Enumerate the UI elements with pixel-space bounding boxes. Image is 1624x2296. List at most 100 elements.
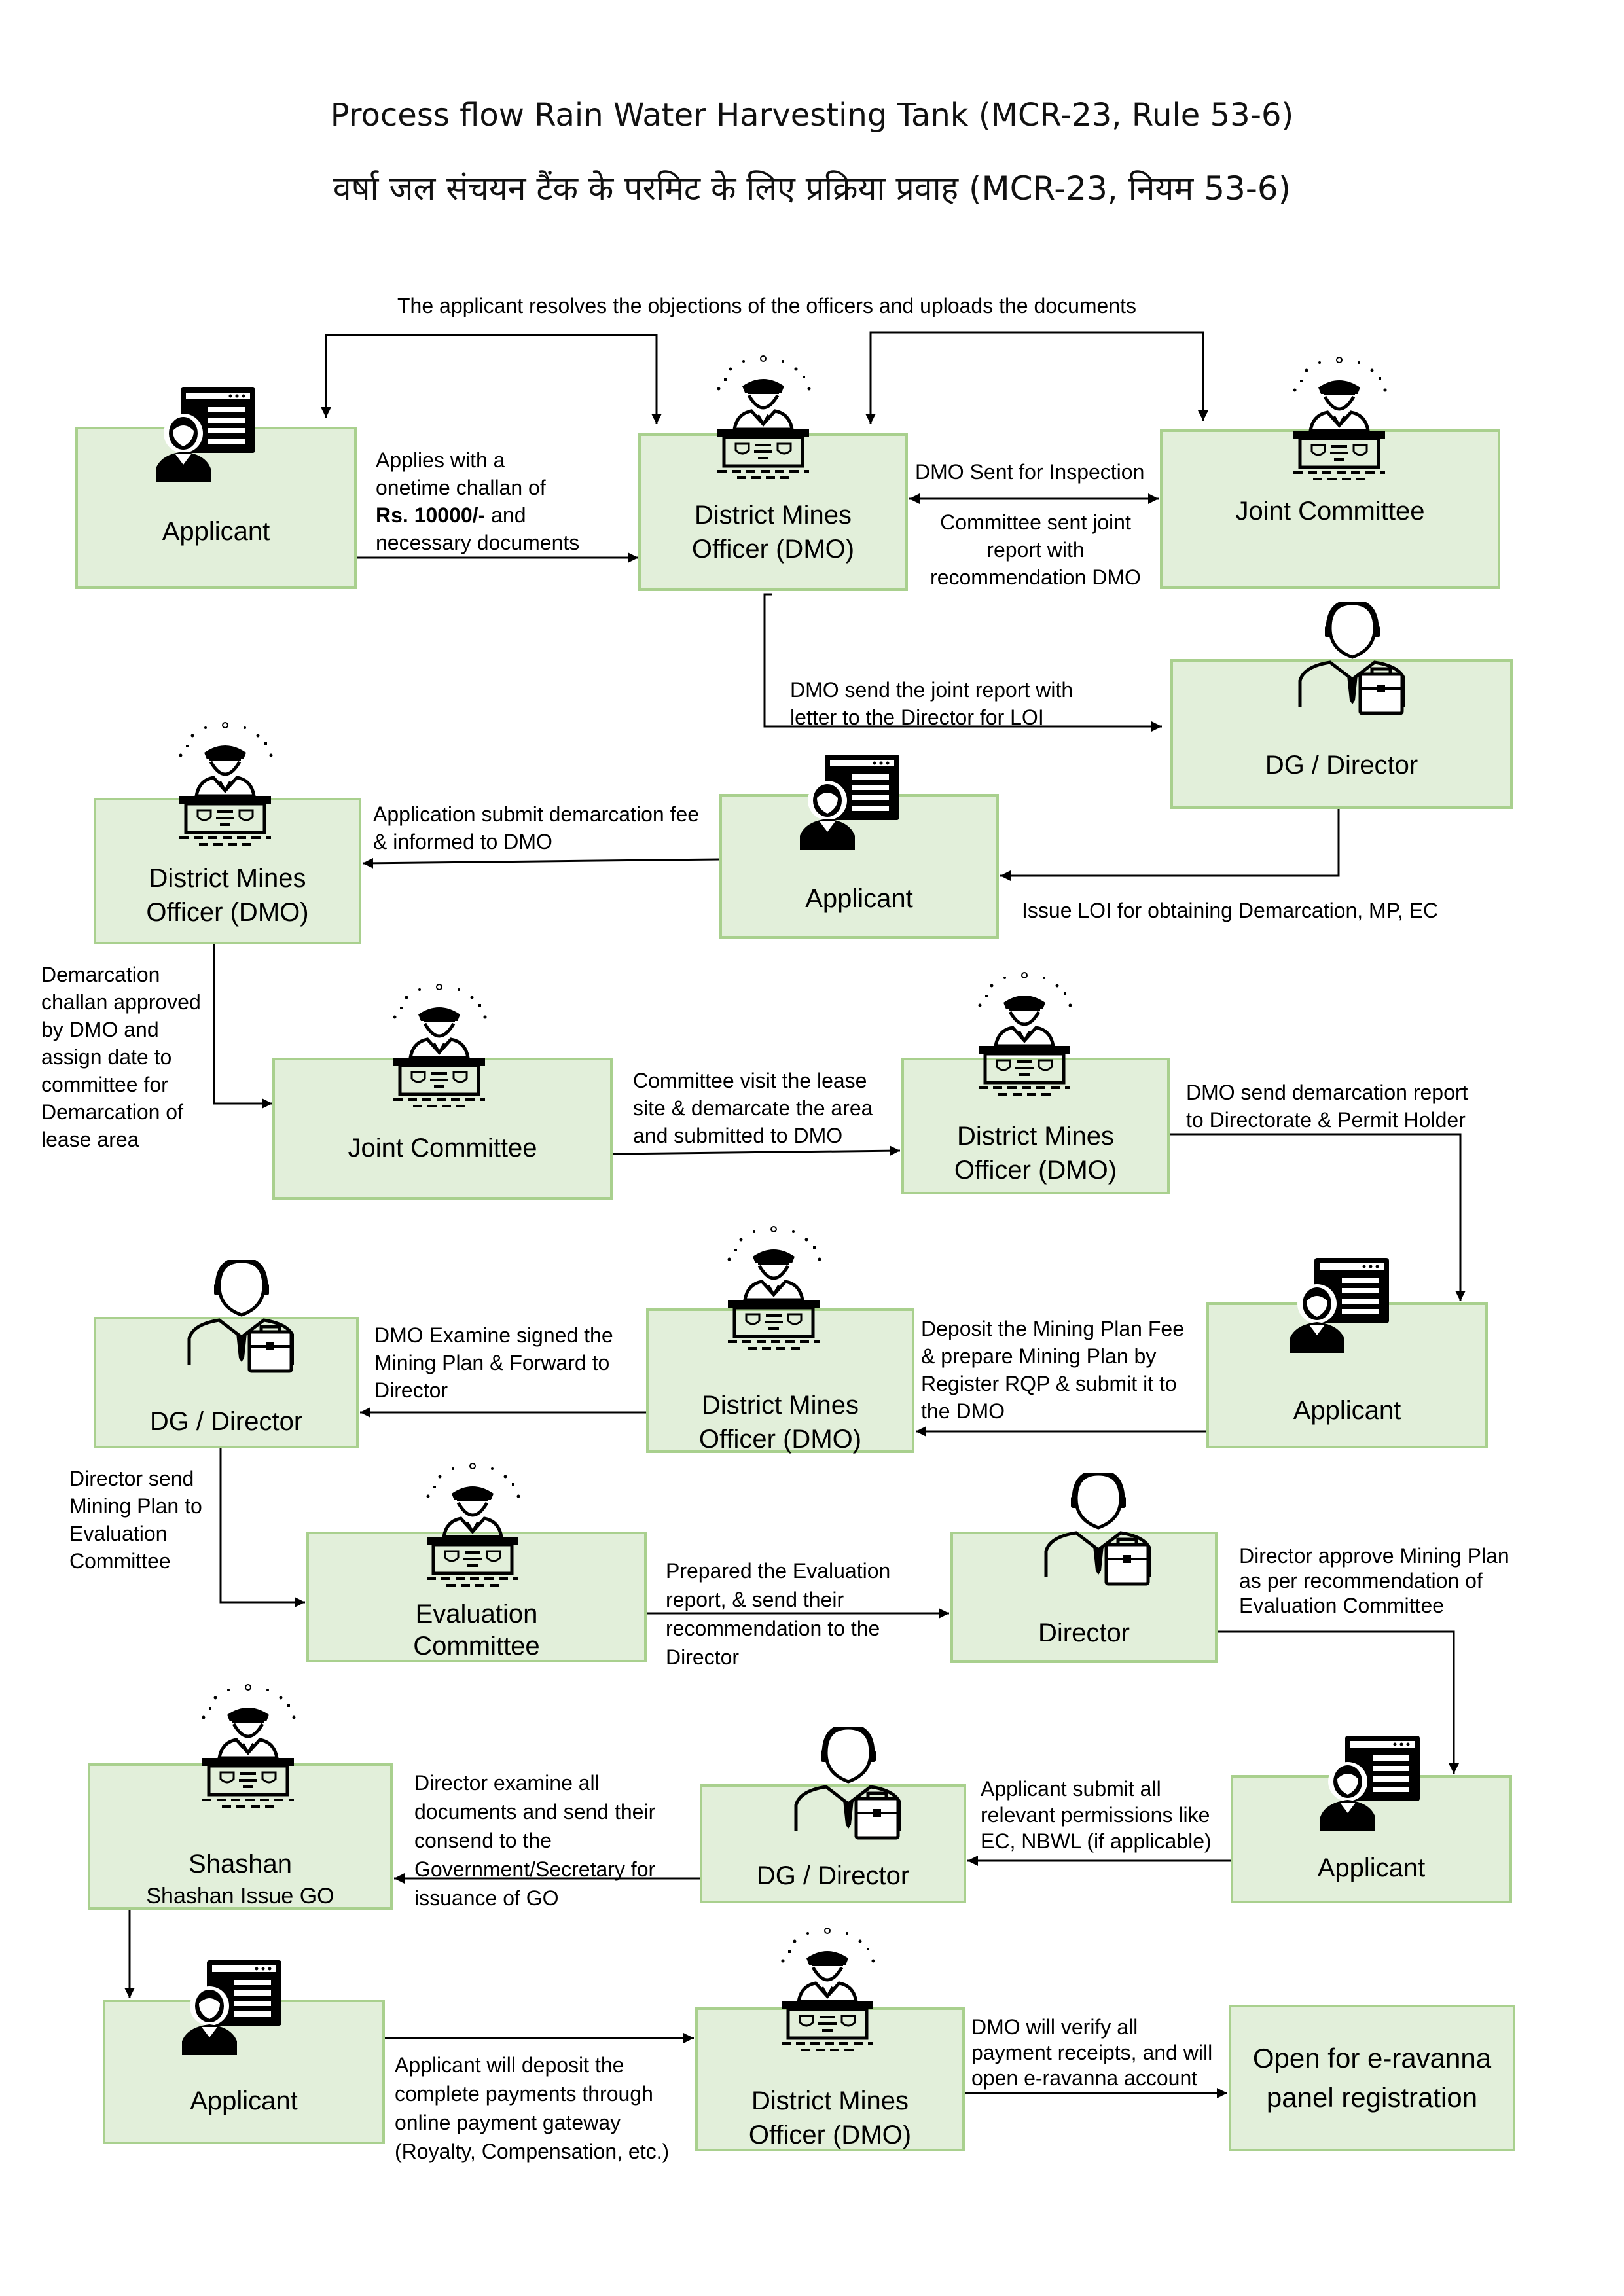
node-label-line2: Officer (DMO): [691, 535, 855, 564]
challan-amount: Rs. 10000/-: [376, 503, 486, 527]
ann-line: to Directorate & Permit Holder: [1186, 1108, 1466, 1132]
arrow-applicant-to-dmo-2: [362, 857, 720, 869]
node-label: Applicant: [805, 884, 913, 913]
ann-line: challan approved: [41, 990, 201, 1014]
committee-visit-text: Committee visit the lease site & demarca…: [633, 1067, 873, 1149]
director-consent-text: Director examine all documents and send …: [414, 1768, 655, 1912]
arrow-dg-to-eval: [219, 1448, 305, 1607]
eravanna-box: Open for e-ravanna panel registration: [1229, 2005, 1515, 2151]
person-document-icon: [182, 1960, 287, 2058]
ann-line: Committee: [69, 1549, 171, 1573]
demarcation-fee-text: Application submit demarcation fee & inf…: [373, 800, 699, 855]
node-label: DG / Director: [756, 1861, 910, 1890]
ann-line: & informed to DMO: [373, 830, 552, 853]
node-label-line2: Officer (DMO): [748, 2121, 912, 2149]
ann-line: complete payments through: [395, 2082, 653, 2106]
node-label-line1: District Mines: [149, 864, 306, 893]
ann-line: online payment gateway: [395, 2111, 621, 2134]
node-label: Applicant: [1317, 1854, 1426, 1882]
issue-loi-text: Issue LOI for obtaining Demarcation, MP,…: [1022, 899, 1439, 922]
arrow-resolve-dmo: [651, 334, 662, 424]
challan-approved-text: Demarcation challan approved by DMO and …: [41, 961, 201, 1153]
node-label-line2: Officer (DMO): [954, 1156, 1117, 1185]
ann-line: Director send: [69, 1467, 194, 1490]
inspection-text: DMO Sent for Inspection: [915, 460, 1145, 484]
node-label-line2: Committee: [413, 1632, 540, 1660]
evaluation-report-text: Prepared the Evaluation report, & send t…: [666, 1556, 890, 1672]
businessman-briefcase-icon: [1033, 1469, 1153, 1594]
ann-line: as per recommendation of: [1239, 1569, 1483, 1592]
node-label-line2: Officer (DMO): [146, 898, 309, 927]
title-english: Process flow Rain Water Harvesting Tank …: [330, 97, 1294, 134]
ann-line: onetime challan of: [376, 476, 546, 499]
ann-line: Director: [666, 1645, 740, 1669]
arrow-resolve-dmo-2: [865, 331, 1198, 424]
ann-line: Mining Plan to: [69, 1494, 202, 1518]
ann-line: Evaluation Committee: [1239, 1594, 1445, 1617]
arrow-resolve-jc: [1198, 331, 1208, 421]
ann-line: DMO send the joint report with: [790, 678, 1074, 702]
ann-line: Director: [374, 1378, 448, 1402]
officer-desk-icon: [698, 352, 829, 486]
arrow-director-to-applicant: [1218, 1630, 1459, 1774]
node-label-line1: Evaluation: [415, 1600, 538, 1628]
ann-line: Applicant submit all: [981, 1777, 1161, 1801]
ann-line: the DMO: [921, 1399, 1005, 1423]
ann-line: consend to the: [414, 1829, 552, 1852]
ann-line: Government/Secretary for: [414, 1857, 656, 1881]
ann-line: open e-ravanna account: [971, 2066, 1198, 2090]
dmo-box-3: District Mines Officer (DMO): [901, 1058, 1170, 1194]
ann-line: assign date to: [41, 1045, 172, 1069]
ann-line: Demarcation of: [41, 1100, 183, 1124]
arrow-dmo-to-dg: [763, 593, 1162, 732]
arrow-dmo-to-jc: [213, 944, 272, 1109]
ann-line: Demarcation: [41, 963, 160, 986]
verify-payment-text: DMO will verify all payment receipts, an…: [971, 2015, 1212, 2091]
ann-line: DMO will verify all: [971, 2015, 1138, 2039]
mining-plan-fee-text: Deposit the Mining Plan Fee & prepare Mi…: [921, 1315, 1184, 1425]
businessman-briefcase-icon: [783, 1723, 903, 1848]
ann-line: recommendation to the: [666, 1617, 880, 1640]
arrow-dmo-to-applicant: [1170, 1133, 1466, 1301]
dmo-box-4: District Mines Officer (DMO): [646, 1308, 914, 1454]
ann-line: necessary documents: [376, 531, 580, 554]
person-document-icon: [156, 387, 261, 486]
node-label-line1: District Mines: [694, 501, 852, 529]
ann-line: and submitted to DMO: [633, 1124, 843, 1147]
officer-desk-icon: [160, 719, 291, 853]
officer-desk-icon: [407, 1460, 538, 1594]
ann-line: Applicant will deposit the: [395, 2053, 624, 2077]
node-label: Applicant: [190, 2087, 298, 2115]
applies-text: Applies with a onetime challan of Rs. 10…: [376, 446, 579, 556]
ann-line: recommendation DMO: [930, 565, 1141, 589]
permissions-text: Applicant submit all relevant permission…: [981, 1776, 1212, 1854]
ann-line: report with: [986, 538, 1085, 562]
payment-text: Applicant will deposit the complete paym…: [395, 2051, 669, 2166]
joint-report-text: Committee sent joint report with recomme…: [918, 509, 1153, 591]
node-label-line2: Officer (DMO): [698, 1425, 862, 1454]
node-label: Joint Committee: [348, 1134, 537, 1162]
ann-line: Register RQP & submit it to: [921, 1372, 1177, 1395]
ann-line: & prepare Mining Plan by: [921, 1344, 1157, 1368]
node-sublabel: Shashan Issue GO: [146, 1884, 334, 1909]
evaluation-committee-box: Evaluation Committee: [306, 1532, 647, 1662]
node-label: DG / Director: [149, 1407, 303, 1436]
examine-mining-plan-text: DMO Examine signed the Mining Plan & For…: [374, 1321, 613, 1404]
ann-line: issuance of GO: [414, 1886, 559, 1910]
businessman-briefcase-icon: [1287, 599, 1407, 723]
node-label: Applicant: [162, 517, 270, 546]
ann-line: Prepared the Evaluation: [666, 1559, 891, 1583]
ann-line: by DMO and: [41, 1018, 159, 1041]
resolve-objections-text: The applicant resolves the objections of…: [397, 294, 1136, 317]
shashan-box: Shashan Shashan Issue GO: [88, 1763, 393, 1910]
ann-line: letter to the Director for LOI: [790, 706, 1044, 729]
title-hindi: वर्षा जल संचयन टैंक के परमिट के लिए प्रक…: [333, 170, 1291, 207]
node-label-line1: Open for e-ravanna: [1252, 2043, 1492, 2073]
person-document-icon: [1320, 1736, 1425, 1834]
node-label-line1: District Mines: [956, 1122, 1115, 1151]
director-box: Director: [950, 1532, 1218, 1663]
node-label: Shashan: [189, 1850, 292, 1878]
ann-line: Applies with a: [376, 448, 505, 472]
